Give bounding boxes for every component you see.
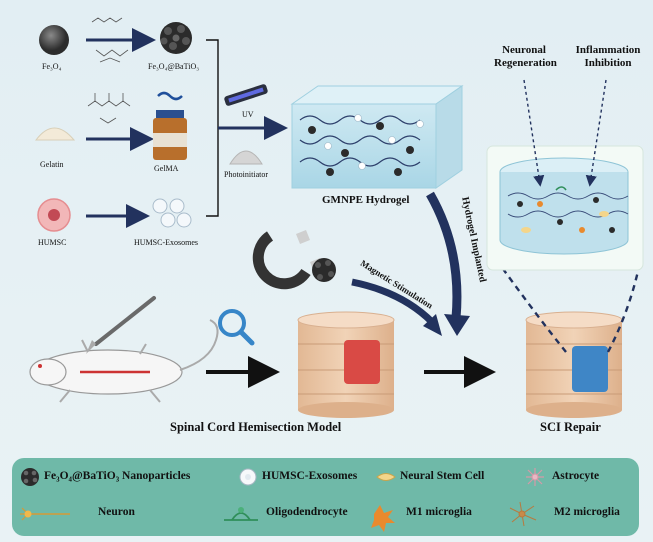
- legend-m2-microglia-icon: [509, 501, 537, 527]
- legend-exosomes-label: HUMSC-Exosomes: [262, 470, 358, 482]
- legend-icons: [20, 468, 544, 532]
- gelatin-powder-icon: [34, 127, 76, 141]
- legend-astrocyte-label: Astrocyte: [552, 470, 600, 482]
- hydrogel-title: GMNPE Hydrogel: [322, 194, 410, 206]
- inflammation-inhibition-label: Inflammation Inhibition: [572, 44, 644, 70]
- sci-repair-cord-icon: [525, 311, 623, 418]
- legend-neuron-label: Neuron: [98, 506, 135, 518]
- neuronal-regeneration-label: Neuronal Regeneration: [494, 44, 557, 70]
- uv-label: UV: [242, 110, 254, 119]
- zoom-line-left: [497, 261, 567, 353]
- humsc-exosomes-icon: [152, 198, 192, 228]
- legend-nanoparticles-label: Fe₃O₄@BaTiO₃ Nanoparticles: [44, 470, 191, 482]
- fe3o4-label: Fe₃O₄: [42, 62, 62, 71]
- chemical-formula-icon: [91, 17, 129, 63]
- humsc-cell-icon: [37, 198, 71, 232]
- model-stage-label: Spinal Cord Hemisection Model: [170, 420, 342, 434]
- legend-oligodendrocyte-label: Oligodendrocyte: [266, 506, 348, 518]
- magnetic-stimulation-arrowhead: [423, 314, 442, 336]
- legend-exosome-icon: [239, 468, 257, 486]
- rat-icon: [29, 319, 219, 403]
- legend-m1-microglia-label: M1 microglia: [406, 506, 472, 518]
- scalpel-icon: [86, 296, 156, 354]
- legend-astrocyte-icon: [526, 468, 544, 486]
- gmnpe-hydrogel-block: [290, 85, 464, 189]
- legend-neuron-icon: [20, 507, 70, 521]
- magnifier-icon: [218, 309, 255, 346]
- photoinitiator-label: Photoinitiator: [224, 170, 268, 179]
- inflammation-inhibition-line2: Inhibition: [584, 57, 632, 69]
- uv-lamp-icon: [224, 84, 268, 106]
- legend-oligodendrocyte-icon: [224, 507, 258, 521]
- humsc-label: HUMSC: [38, 238, 67, 247]
- fe3o4-sphere-icon: [39, 25, 69, 55]
- humsc-exosomes-label: HUMSC-Exosomes: [134, 238, 199, 247]
- neuronal-regeneration-line2: Regeneration: [494, 57, 557, 69]
- gelma-structure-icon: [87, 93, 131, 124]
- legend-neural-stem-cell-label: Neural Stem Cell: [400, 470, 485, 482]
- gelatin-label: Gelatin: [40, 160, 64, 169]
- neuronal-regeneration-line1: Neuronal: [502, 44, 546, 56]
- fe3o4-batio3-nanoparticle-icon: [160, 22, 192, 54]
- legend-m2-microglia-label: M2 microglia: [554, 506, 620, 518]
- inflammation-inhibition-line1: Inflammation: [575, 44, 641, 56]
- repair-stage-label: SCI Repair: [540, 420, 601, 434]
- gelma-bottle-icon: [153, 91, 187, 160]
- spinal-cord-model-icon: [297, 311, 395, 418]
- repair-zoom-panel: [486, 145, 644, 271]
- legend-panel: Fe₃O₄@BaTiO₃ Nanoparticles HUMSC-Exosome…: [12, 458, 639, 536]
- zoom-line-right: [606, 261, 642, 353]
- fe3o4-batio3-label: Fe₃O₄@BaTiO₃: [148, 62, 200, 71]
- magnetic-stimulation-arrow: [351, 278, 435, 325]
- hydrogel-implanted-arrow: [426, 191, 462, 319]
- gelma-label: GelMA: [154, 164, 179, 173]
- hydrogel-implanted-arrowhead: [444, 314, 470, 336]
- legend-neural-stem-cell-icon: [376, 473, 396, 481]
- legend-nanoparticle-icon: [21, 468, 39, 486]
- photoinitiator-powder-icon: [229, 150, 263, 165]
- magnetic-nanoparticle-icon: [312, 258, 336, 282]
- legend-m1-microglia-icon: [371, 505, 395, 532]
- combination-bracket: [206, 39, 219, 217]
